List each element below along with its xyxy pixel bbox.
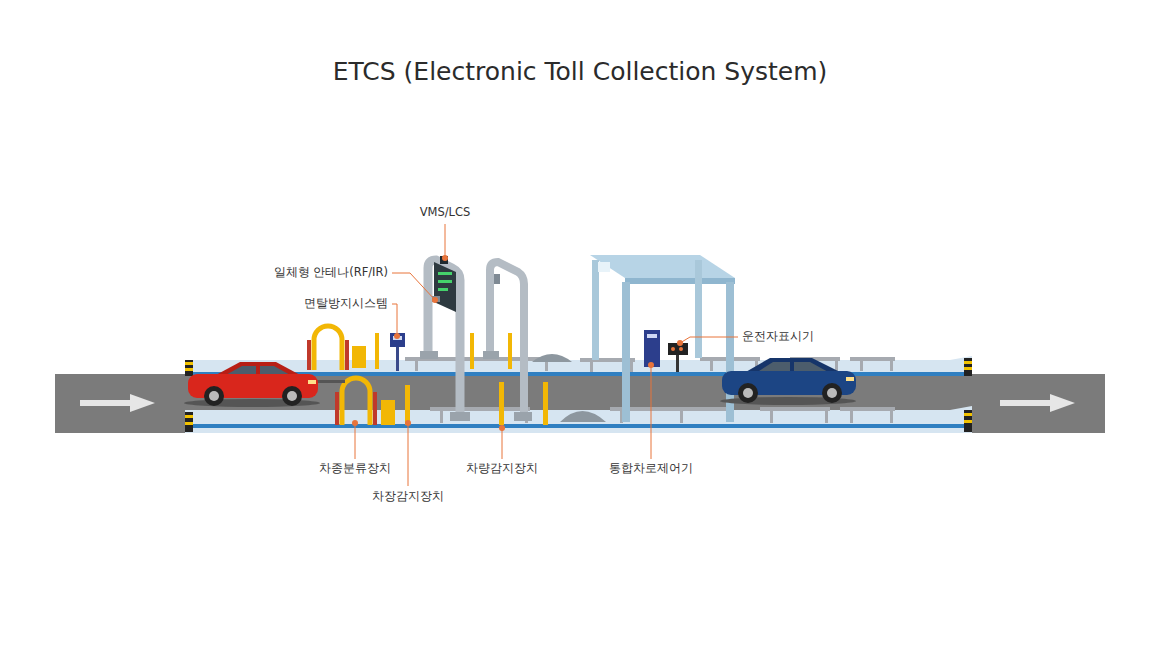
upper-island (185, 356, 972, 376)
guard-rail (405, 357, 895, 423)
callout-label: 운전자표시기 (742, 330, 814, 344)
road (55, 374, 1105, 433)
lane-controller (644, 330, 660, 367)
lower-island (185, 406, 972, 433)
callout-label: 차량감지장치 (466, 462, 538, 476)
sensor-post (352, 333, 548, 425)
vehicle-classifier (307, 326, 377, 425)
road-arrow (80, 394, 155, 412)
callout-label: 통합차로제어기 (609, 462, 693, 476)
canopy (590, 255, 735, 422)
callout-label: 차종분류장치 (319, 462, 391, 476)
antenna-gantry (483, 262, 532, 421)
vms-gantry (420, 256, 470, 421)
blue-car (720, 358, 856, 405)
callout-label: 차장감지장치 (372, 490, 444, 504)
dome (532, 354, 572, 362)
red-car (184, 362, 320, 407)
leader-line (355, 224, 738, 486)
callout-label: 일체형 안테나(RF/IR) (274, 266, 389, 280)
driver-display (668, 343, 688, 372)
callout-label: 면탈방지시스템 (304, 297, 388, 311)
road-arrow (1000, 394, 1075, 412)
toll-evasion-device (390, 333, 405, 371)
dome (560, 411, 606, 422)
diagram-title: ETCS (Electronic Toll Collection System) (333, 57, 828, 87)
leader-dot (352, 255, 683, 431)
callout-label: VMS/LCS (420, 206, 471, 220)
